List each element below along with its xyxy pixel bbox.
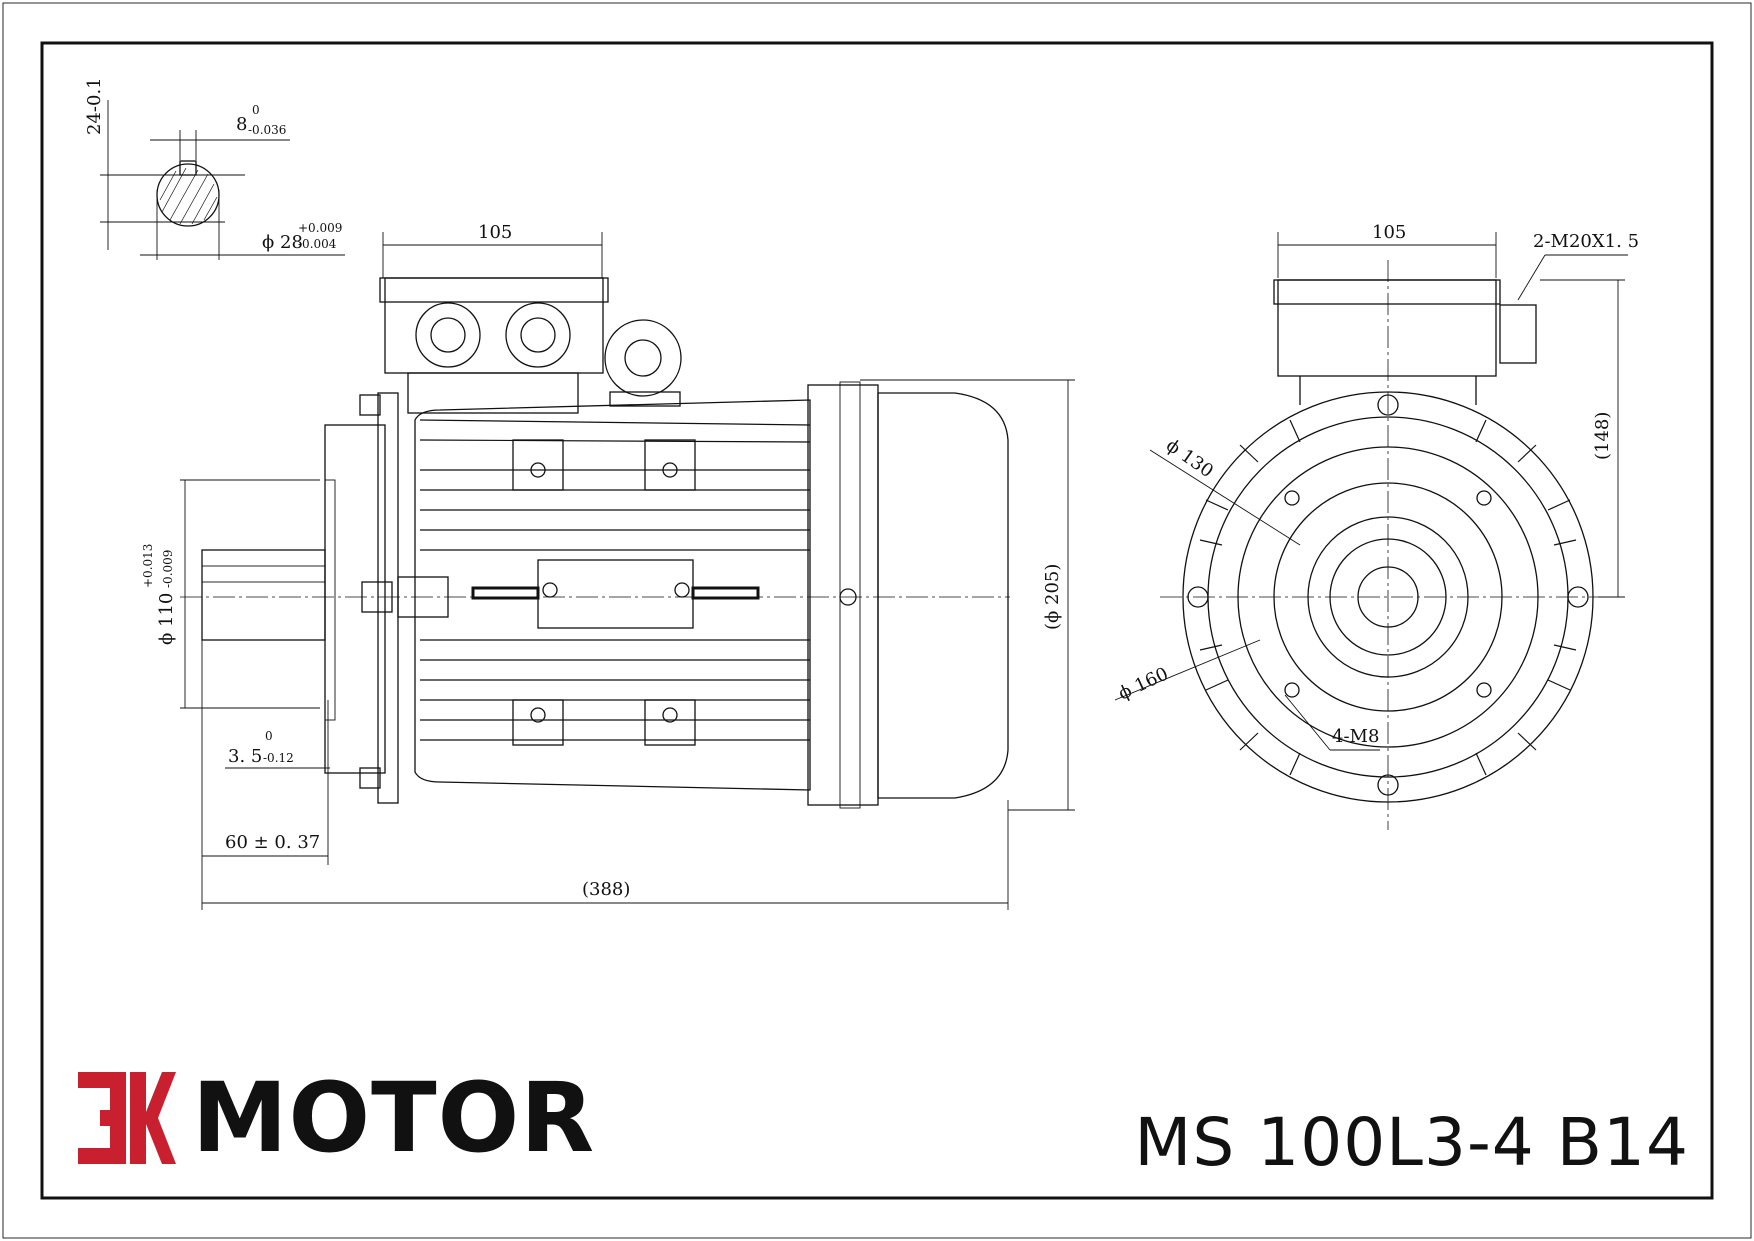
flange-dia-tol-upper: +0.013 bbox=[141, 544, 155, 588]
key-width-label: 8 bbox=[236, 114, 247, 135]
spigot-label: 3. 5 bbox=[228, 746, 262, 767]
bolt-holes-label: 4-M8 bbox=[1332, 726, 1379, 747]
spigot-tol-lower: -0.12 bbox=[263, 751, 294, 765]
ek-logo-mark bbox=[78, 1072, 176, 1164]
key-width-tol-lower: -0.036 bbox=[248, 123, 286, 137]
model-number: MS 100L3-4 B14 bbox=[1134, 1104, 1689, 1181]
overall-height-label: (ϕ 205) bbox=[1042, 564, 1063, 630]
shaft-dia-tol-lower: -0.004 bbox=[298, 237, 337, 251]
front-terminal-box-width: 105 bbox=[1372, 222, 1406, 243]
flange-dia-label: ϕ 110 bbox=[156, 593, 177, 645]
brand-logo: MOTOR bbox=[78, 1068, 595, 1168]
front-view: 105 2-M20X1. 5 (148) ϕ 130 ϕ 160 4-M8 bbox=[1114, 222, 1639, 830]
side-terminal-box-width: 105 bbox=[478, 222, 512, 243]
key-height-label: 24-0.1 bbox=[84, 77, 105, 135]
side-view: 105 ϕ 110 +0.013 -0.009 3. 5 0 -0.12 60 … bbox=[141, 222, 1075, 910]
shaft-dia-label: ϕ 28 bbox=[262, 232, 303, 253]
center-height-label: (148) bbox=[1592, 412, 1613, 460]
shaft-length-label: 60 ± 0. 37 bbox=[225, 832, 320, 853]
brand-word: MOTOR bbox=[192, 1062, 596, 1174]
overall-length-label: (388) bbox=[582, 879, 630, 900]
drawing-border bbox=[40, 41, 1714, 1200]
spigot-tol-upper: 0 bbox=[265, 729, 273, 743]
cable-gland-label: 2-M20X1. 5 bbox=[1533, 231, 1639, 252]
key-detail: 24-0.1 8 0 -0.036 ϕ 28 +0.009 -0.004 bbox=[84, 77, 345, 260]
front-flange-dia-label: ϕ 160 bbox=[1115, 663, 1171, 704]
flange-dia-tol-lower: -0.009 bbox=[161, 550, 175, 588]
shaft-dia-tol-upper: +0.009 bbox=[298, 221, 342, 235]
key-width-tol-upper: 0 bbox=[252, 103, 260, 117]
